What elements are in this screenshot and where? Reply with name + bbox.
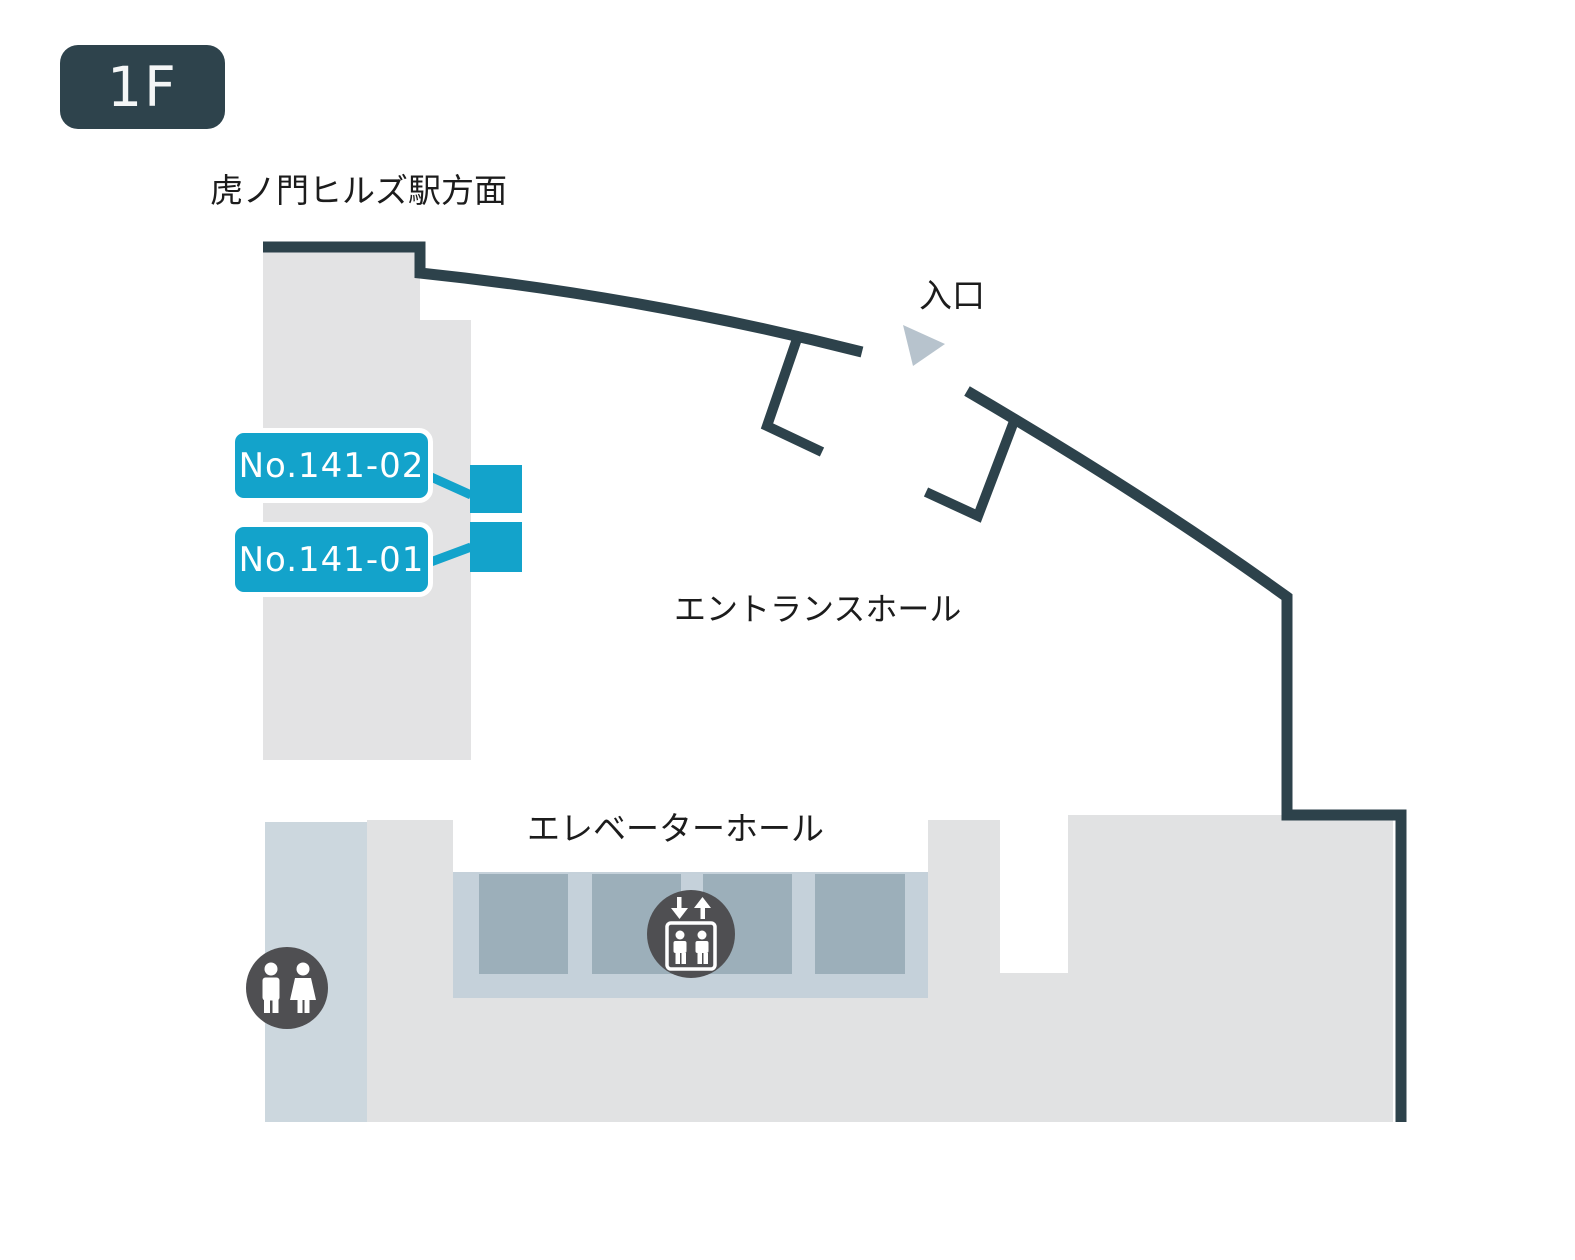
upper-building-floor-area [263, 252, 471, 760]
restroom-icon [246, 947, 328, 1029]
entrance-vestibule-wall-right [923, 414, 1021, 523]
floor-indicator-label: 1F [107, 55, 178, 119]
elevator-car [815, 874, 905, 974]
unit-badge-141-02[interactable]: No.141-02 [230, 428, 433, 503]
entrance-vestibule-wall-left [760, 334, 825, 457]
outer-wall-east [964, 386, 1407, 1122]
unit-badge-141-02-label: No.141-02 [238, 445, 425, 486]
unit-badge-141-01-label: No.141-01 [238, 539, 425, 580]
entrance-direction-arrow-icon [903, 325, 945, 366]
elevator-hall-label: エレベーターホール [527, 809, 824, 848]
unit-141-02-location-marker [470, 465, 522, 513]
elevator-icon [647, 890, 735, 978]
floor-indicator-badge: 1F [60, 45, 225, 129]
unit-badge-141-01[interactable]: No.141-01 [230, 522, 433, 597]
unit-141-01-location-marker [470, 522, 522, 572]
entrance-label: 入口 [919, 276, 985, 315]
elevator-car [479, 874, 568, 974]
station-direction-label: 虎ノ門ヒルズ駅方面 [210, 171, 507, 210]
entrance-hall-label: エントランスホール [674, 590, 962, 628]
